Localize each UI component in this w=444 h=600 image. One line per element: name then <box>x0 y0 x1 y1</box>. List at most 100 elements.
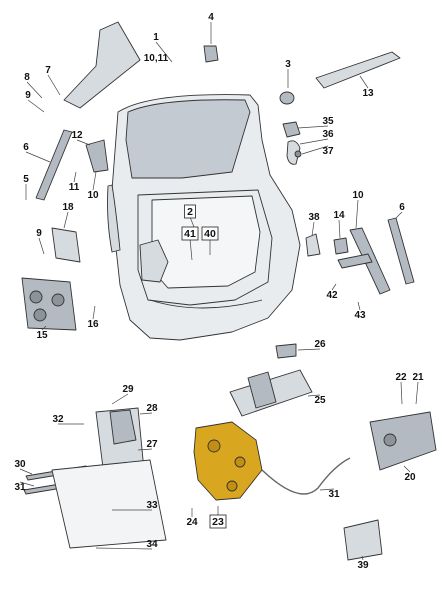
callout-6b: 6 <box>399 202 405 213</box>
callout-29: 29 <box>122 384 134 395</box>
callout-36: 36 <box>322 129 334 140</box>
callout-box-41 <box>181 226 199 241</box>
callout-10b: 10 <box>352 190 364 201</box>
callout-7: 7 <box>45 65 51 76</box>
leader-25 <box>307 394 321 397</box>
gas-strut-left-6 <box>35 129 73 201</box>
leader-6b <box>395 211 403 219</box>
leader-16 <box>92 305 96 320</box>
leader-1 <box>155 41 173 63</box>
leader-9a <box>27 99 45 113</box>
gas-strut-right-6 <box>387 217 415 285</box>
callout-8: 8 <box>24 72 30 83</box>
callout-31a: 31 <box>14 482 26 493</box>
callout-27: 27 <box>146 439 158 450</box>
leader-42 <box>331 283 337 291</box>
leader-12 <box>76 139 91 146</box>
buffer-38 <box>305 233 321 257</box>
callout-3: 3 <box>285 59 291 70</box>
callout-34: 34 <box>146 539 158 550</box>
callout-10a: 10 <box>87 190 99 201</box>
callout-20: 20 <box>404 472 416 483</box>
callout-23: 23 <box>212 516 224 528</box>
callout-box-23 <box>209 514 227 529</box>
callout-26: 26 <box>314 339 326 350</box>
callout-2: 2 <box>187 206 193 218</box>
light-unit-15 <box>21 277 77 331</box>
callout-30: 30 <box>14 459 26 470</box>
leader-30 <box>19 468 33 475</box>
callout-9a: 9 <box>25 90 31 101</box>
leader-37 <box>301 145 329 155</box>
callout-box-2 <box>184 204 196 219</box>
seal-26 <box>275 343 297 359</box>
callout-24: 24 <box>186 517 198 528</box>
callout-1: 1 <box>153 32 159 43</box>
leader-27 <box>137 448 153 451</box>
callout-18: 18 <box>62 202 74 213</box>
leader-22 <box>400 381 403 405</box>
callout-25: 25 <box>314 395 326 406</box>
callout-39: 39 <box>357 560 369 571</box>
leader-10a <box>92 171 97 191</box>
callout-33: 33 <box>146 500 158 511</box>
callout-38: 38 <box>308 212 320 223</box>
grommet-4 <box>203 45 219 63</box>
callout-12: 12 <box>71 130 83 141</box>
callout-13: 13 <box>362 88 374 99</box>
bracket-18 <box>51 227 81 263</box>
leader-11 <box>73 171 77 183</box>
leader-9b <box>38 237 45 255</box>
callout-15: 15 <box>36 330 48 341</box>
leader-21 <box>415 381 419 405</box>
leader-31b <box>319 488 335 491</box>
lock-carrier-27 <box>95 407 145 477</box>
leader-8 <box>26 81 43 99</box>
buffer-14 <box>333 237 349 255</box>
leader-35 <box>297 125 329 129</box>
leader-29 <box>111 393 129 405</box>
callout-4: 4 <box>208 12 214 23</box>
leader-18 <box>63 211 69 229</box>
callout-14: 14 <box>333 210 345 221</box>
callout-42: 42 <box>326 290 338 301</box>
lock-mechanism-23 <box>193 421 263 501</box>
buffer-parts-35-37 <box>282 121 302 165</box>
callout-box-40 <box>201 226 219 241</box>
callout-16: 16 <box>87 319 99 330</box>
leader-20 <box>403 465 411 473</box>
plate-39 <box>343 519 383 561</box>
leader-41 <box>189 238 193 261</box>
cable-31 <box>261 457 351 495</box>
trim-strip-13 <box>315 51 401 89</box>
callout-sub-1: 10,11 <box>144 53 169 64</box>
leader-14 <box>338 219 341 239</box>
leader-lines <box>19 22 419 561</box>
callout-32: 32 <box>52 414 64 425</box>
lock-housing-25 <box>229 369 313 417</box>
leader-28 <box>139 412 153 415</box>
leader-38 <box>311 221 315 237</box>
leader-26 <box>297 348 321 351</box>
leader-13 <box>359 75 369 89</box>
pillar-trim-7 <box>63 21 141 109</box>
car-rear-body <box>107 94 301 341</box>
callout-11: 11 <box>69 182 80 193</box>
callout-6a: 6 <box>23 142 29 153</box>
leader-34 <box>95 547 153 550</box>
leader-39 <box>361 555 364 561</box>
hinge-right-10 <box>337 227 391 295</box>
leader-31a <box>19 481 35 487</box>
callout-37: 37 <box>322 146 334 157</box>
callout-41: 41 <box>184 228 196 240</box>
leader-7 <box>47 74 61 96</box>
leader-10b <box>355 199 359 229</box>
leader-6a <box>25 151 51 163</box>
hinge-left-10 <box>85 139 109 173</box>
trim-panel-lower <box>51 459 167 549</box>
leader-15 <box>41 325 47 331</box>
callout-31b: 31 <box>328 489 340 500</box>
callout-9b: 9 <box>36 228 42 239</box>
